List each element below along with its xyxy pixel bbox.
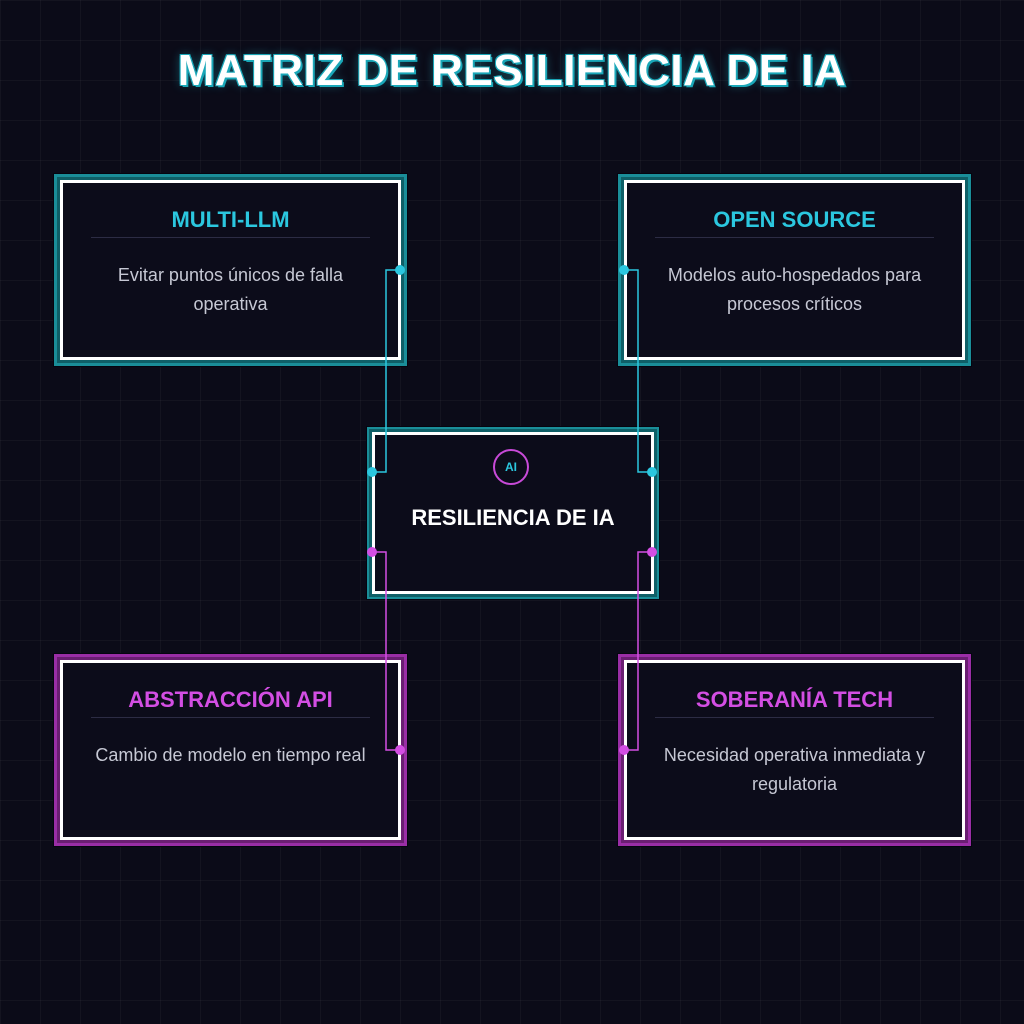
card-multi-llm-title: MULTI-LLM <box>171 207 290 232</box>
card-divider <box>655 717 934 718</box>
page-title: MATRIZ DE RESILIENCIA DE IA <box>177 46 847 95</box>
card-multi-llm-description: Evitar puntos únicos de falla operativa <box>117 265 344 314</box>
card-soberania-tech-description: Necesidad operativa inmediata y regulato… <box>663 745 926 794</box>
card-multi-llm: MULTI-LLM Evitar puntos únicos de falla … <box>60 180 401 360</box>
card-divider <box>91 237 370 238</box>
card-abstraccion-api-title: ABSTRACCIÓN API <box>128 687 333 712</box>
card-open-source-title: OPEN SOURCE <box>713 207 876 232</box>
card-abstraccion-api-description: Cambio de modelo en tiempo real <box>95 745 366 765</box>
card-divider <box>91 717 370 718</box>
card-open-source-description: Modelos auto-hospedados para procesos cr… <box>667 265 922 314</box>
card-open-source: OPEN SOURCE Modelos auto-hospedados para… <box>624 180 965 360</box>
card-soberania-tech-title: SOBERANÍA TECH <box>695 687 894 712</box>
center-node-resiliencia: AI RESILIENCIA DE IA <box>372 432 654 594</box>
card-divider <box>655 237 934 238</box>
card-soberania-tech: SOBERANÍA TECH Necesidad operativa inmed… <box>624 660 965 840</box>
center-node-label: RESILIENCIA DE IA <box>411 505 615 530</box>
card-abstraccion-api: ABSTRACCIÓN API Cambio de modelo en tiem… <box>60 660 401 840</box>
ai-badge-icon: AI <box>493 449 529 485</box>
